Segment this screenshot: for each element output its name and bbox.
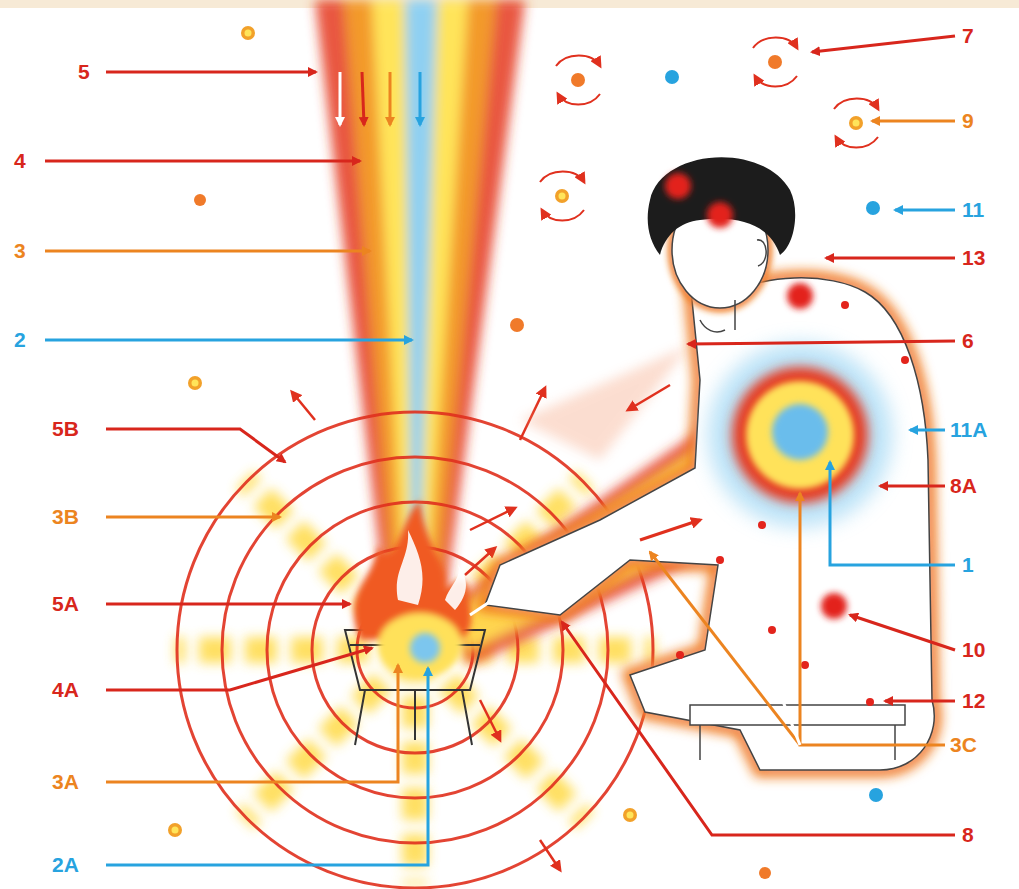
callout-number: 11A xyxy=(950,418,987,442)
callout-number: 12 xyxy=(962,689,985,713)
callout-number: 13 xyxy=(962,246,985,270)
callout-number: 10 xyxy=(962,638,985,662)
callout-number: 3A xyxy=(52,770,79,794)
callout-number: 1 xyxy=(962,553,974,577)
callout-number: 7 xyxy=(962,24,974,48)
callout-number: 9 xyxy=(962,109,974,133)
callout-number: 3C xyxy=(950,733,977,757)
callout-number: 3 xyxy=(14,239,26,263)
callout-number: 8 xyxy=(962,823,974,847)
callout-number: 5B xyxy=(52,417,79,441)
callout-number: 5A xyxy=(52,592,79,616)
callout-number: 4 xyxy=(14,149,26,173)
callout-number: 4A xyxy=(52,678,79,702)
callout-number: 2A xyxy=(52,853,79,877)
callout-number: 2 xyxy=(14,328,26,352)
callout-number: 11 xyxy=(962,198,984,222)
callout-number: 6 xyxy=(962,329,974,353)
callout-number: 5 xyxy=(78,60,90,84)
callout-number: 3B xyxy=(52,505,79,529)
callout-number: 8A xyxy=(950,474,977,498)
